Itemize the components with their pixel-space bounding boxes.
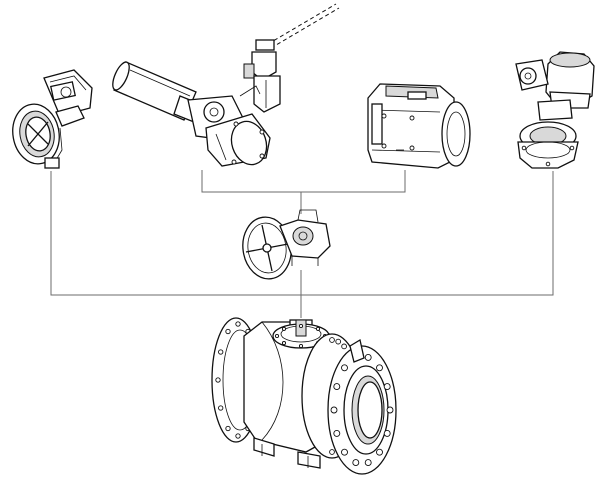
flange-bolt <box>281 326 287 331</box>
flange-bolt <box>330 406 338 414</box>
flange-bolt <box>335 338 342 345</box>
flange-bolt <box>235 433 241 439</box>
flange-bolt <box>298 343 304 349</box>
flange-bolt <box>274 333 280 339</box>
flange-bolt <box>383 383 391 391</box>
flange-bolt <box>218 405 224 411</box>
electric-actuator-icon <box>515 51 595 169</box>
linear-actuator-icon <box>112 3 340 167</box>
flange-bolt <box>329 449 335 455</box>
flange-bolt <box>364 353 372 361</box>
flange-bolt <box>235 321 241 327</box>
flange-bolt <box>376 364 383 372</box>
flange-bolt <box>341 343 347 350</box>
flange-bolt <box>315 326 321 331</box>
flange-bolt <box>352 459 360 467</box>
flange-bolt <box>298 323 304 329</box>
gear-operator-icon <box>12 69 93 169</box>
handwheel-icon <box>242 209 331 280</box>
outer-connector <box>50 171 554 296</box>
flange-bolt <box>225 425 231 432</box>
flange-bolt <box>364 459 372 467</box>
ball-valve-icon <box>211 317 397 475</box>
flange-bolt <box>376 448 383 456</box>
rack-pinion-actuator-icon <box>367 83 471 169</box>
connector-lines <box>50 170 554 318</box>
flange-bolt <box>333 429 341 437</box>
flange-bolt <box>225 328 231 335</box>
flange-bolt <box>341 448 348 456</box>
flange-bolt <box>383 429 391 437</box>
flange-bolt <box>341 364 348 372</box>
flange-bolt <box>329 337 335 343</box>
upper-connector <box>201 170 406 193</box>
flange-bolt <box>386 406 394 414</box>
flange-bolt <box>218 349 224 355</box>
flange-bolt <box>215 377 221 383</box>
flange-bolt <box>333 383 341 391</box>
flange-bolt <box>281 341 287 346</box>
